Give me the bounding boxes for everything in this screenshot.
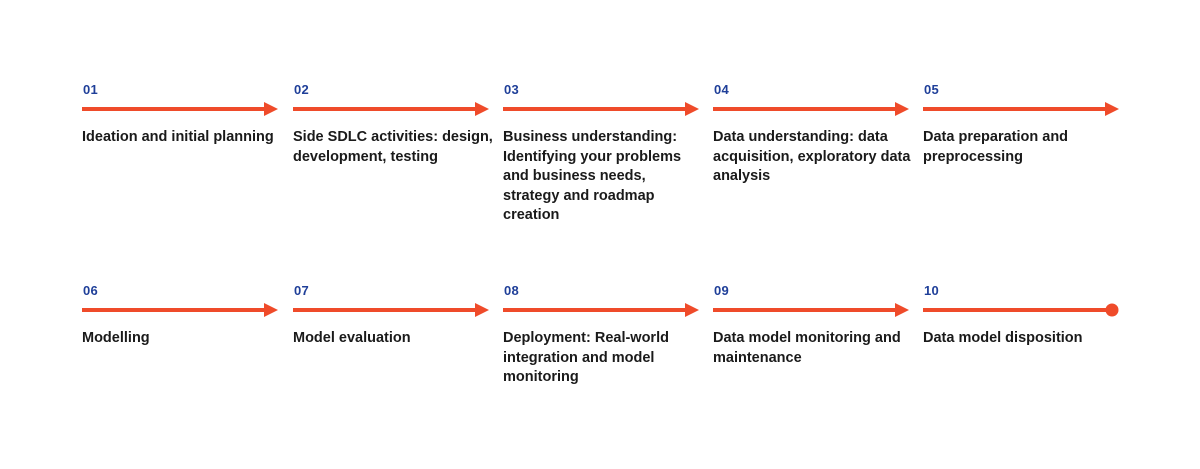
arrow-icon [82,102,278,116]
arrow-icon [713,102,909,116]
arrow-icon [713,303,909,317]
step-label: Business understanding: Identifying your… [503,129,682,223]
step-number: 03 [504,82,520,97]
step-number: 06 [83,283,99,298]
step-number: 09 [714,283,730,298]
step-number: 05 [924,82,940,97]
arrow-icon [293,102,489,116]
step-number: 10 [924,283,940,298]
arrow-icon [82,303,278,317]
step-number: 08 [504,283,520,298]
step-label: Data model monitoring and maintenance [713,330,901,366]
step-label: Model evaluation [293,330,411,346]
step-number: 07 [294,283,310,298]
step-label: Data model disposition [923,330,1083,346]
step-number: 02 [294,82,310,97]
step-number: 01 [83,82,99,97]
step-label: Modelling [82,330,150,346]
step-label: Ideation and initial planning [82,129,274,145]
step-number: 04 [714,82,730,97]
step-label: Deployment: Real-world integration and m… [503,330,669,385]
arrow-icon [503,102,699,116]
arrow-icon [923,102,1119,116]
arrow-icon [293,303,489,317]
step-label: Side SDLC activities: design, developmen… [293,129,493,165]
step-label: Data preparation and preprocessing [923,129,1069,165]
arrow-icon [503,303,699,317]
end-dot-icon [923,303,1119,317]
step-label: Data understanding: data acquisition, ex… [713,129,911,184]
